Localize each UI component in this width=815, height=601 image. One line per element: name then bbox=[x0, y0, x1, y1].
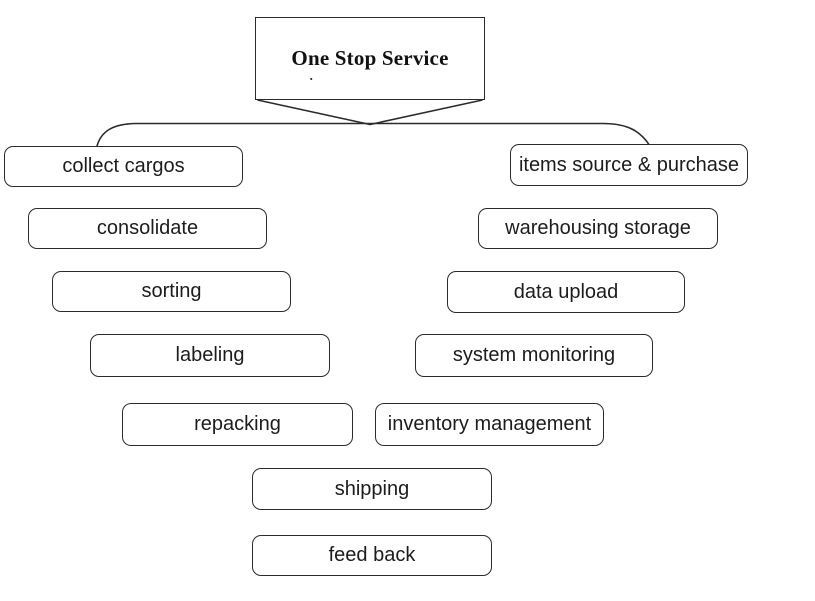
node-feed-back: feed back bbox=[252, 535, 492, 576]
node-label: consolidate bbox=[96, 217, 199, 239]
node-sorting: sorting bbox=[52, 271, 291, 312]
node-one-stop-service: One Stop Service . bbox=[255, 17, 485, 100]
node-label: system monitoring bbox=[452, 344, 616, 366]
title-label: One Stop Service bbox=[291, 46, 449, 70]
node-items-source-purchase: items source & purchase bbox=[510, 144, 748, 186]
node-label: sorting bbox=[141, 280, 202, 302]
node-label: items source & purchase bbox=[518, 153, 740, 176]
brace-connector bbox=[96, 122, 651, 147]
node-consolidate: consolidate bbox=[28, 208, 267, 249]
node-inventory-management: inventory management bbox=[375, 403, 604, 446]
node-warehousing-storage: warehousing storage bbox=[478, 208, 718, 249]
node-label: collect cargos bbox=[62, 155, 185, 177]
funnel-connector bbox=[257, 99, 483, 126]
node-data-upload: data upload bbox=[447, 271, 685, 313]
node-label: shipping bbox=[334, 477, 410, 500]
node-label: repacking bbox=[194, 413, 281, 435]
node-label: feed back bbox=[328, 544, 416, 566]
node-labeling: labeling bbox=[90, 334, 330, 377]
node-label: inventory management bbox=[387, 413, 592, 435]
node-repacking: repacking bbox=[122, 403, 353, 446]
node-label: data upload bbox=[513, 280, 619, 303]
node-shipping: shipping bbox=[252, 468, 492, 510]
node-label: labeling bbox=[175, 344, 245, 366]
stray-period-mark: . bbox=[309, 64, 314, 84]
node-collect-cargos: collect cargos bbox=[4, 146, 243, 187]
node-label: warehousing storage bbox=[505, 217, 691, 239]
node-system-monitoring: system monitoring bbox=[415, 334, 653, 377]
